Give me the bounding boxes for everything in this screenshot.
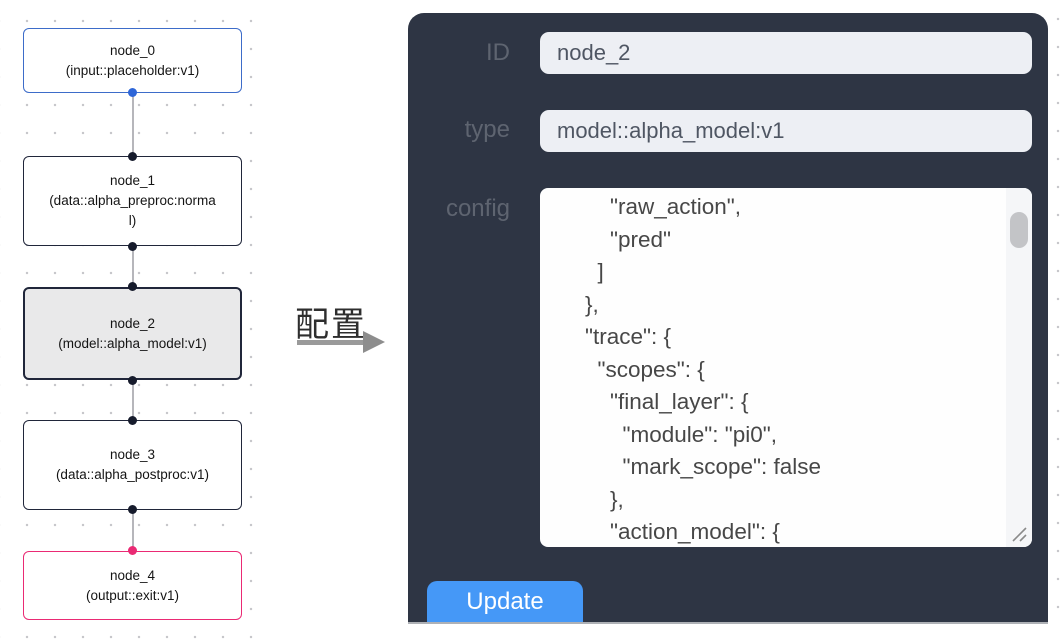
handle-node2-source[interactable] bbox=[128, 376, 137, 385]
flow-node-node_0[interactable]: node_0 (input::placeholder:v1) bbox=[23, 28, 242, 93]
node-type-text: (data::alpha_postproc:v1) bbox=[55, 467, 210, 482]
node-title: node_3 bbox=[109, 447, 156, 462]
config-scrollbar-thumb[interactable] bbox=[1010, 212, 1028, 248]
flow-node-node_1[interactable]: node_1 (data::alpha_preproc:normal) bbox=[23, 156, 242, 246]
handle-node4-target[interactable] bbox=[128, 546, 137, 555]
node-config-panel: ID type config "raw_action", "pred" ] },… bbox=[408, 13, 1048, 624]
transition-label: 配置 bbox=[295, 306, 367, 344]
flow-node-node_4[interactable]: node_4 (output::exit:v1) bbox=[23, 551, 242, 620]
handle-node3-source[interactable] bbox=[128, 505, 137, 514]
node-type-text: (data::alpha_preproc:normal) bbox=[49, 193, 216, 228]
flow-node-node_3[interactable]: node_3 (data::alpha_postproc:v1) bbox=[23, 420, 242, 510]
node-title: node_1 bbox=[109, 173, 156, 188]
config-textarea[interactable]: "raw_action", "pred" ] }, "trace": { "sc… bbox=[540, 188, 1032, 547]
node-type-text: (input::placeholder:v1) bbox=[65, 62, 200, 78]
edge-node0-node1[interactable] bbox=[132, 93, 134, 157]
type-input[interactable] bbox=[540, 110, 1032, 152]
node-type-text: (model::alpha_model:v1) bbox=[58, 335, 207, 351]
flow-node-node_2-selected[interactable]: node_2 (model::alpha_model:v1) bbox=[23, 287, 242, 380]
edge-node3-node4[interactable] bbox=[132, 510, 134, 551]
config-field-label: config bbox=[445, 195, 510, 222]
id-input[interactable] bbox=[540, 32, 1032, 74]
type-field-label: type bbox=[464, 116, 510, 143]
edge-node2-node3[interactable] bbox=[132, 380, 134, 420]
resize-grip-icon[interactable] bbox=[1010, 525, 1028, 543]
node-title: node_2 bbox=[109, 315, 156, 331]
right-arrow-icon bbox=[297, 340, 365, 345]
edge-node1-node2[interactable] bbox=[132, 246, 134, 287]
node-title: node_0 bbox=[109, 42, 156, 58]
handle-node3-target[interactable] bbox=[128, 416, 137, 425]
handle-node1-source[interactable] bbox=[128, 242, 137, 251]
handle-node0-source[interactable] bbox=[128, 88, 137, 97]
config-json-text: "raw_action", "pred" ] }, "trace": { "sc… bbox=[585, 194, 822, 544]
right-arrow-head-icon bbox=[363, 331, 385, 353]
node-type-text: (output::exit:v1) bbox=[85, 587, 180, 603]
handle-node1-target[interactable] bbox=[128, 152, 137, 161]
update-button[interactable]: Update bbox=[427, 581, 583, 622]
handle-node2-target[interactable] bbox=[128, 282, 137, 291]
id-field-label: ID bbox=[486, 39, 510, 66]
node-title: node_4 bbox=[109, 567, 156, 583]
